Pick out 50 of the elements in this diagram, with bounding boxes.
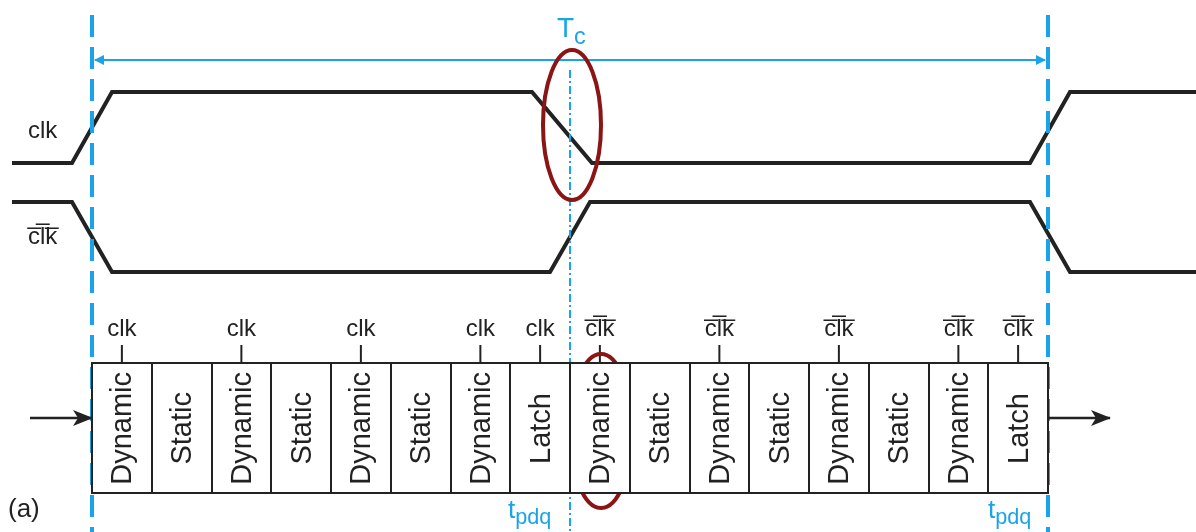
signal-label: c̅l̅k̅ [1003,316,1033,340]
logic-stage-box [389,362,452,494]
signal-label: clk [226,316,257,340]
logic-stage-box [150,362,213,494]
logic-stage-box [569,362,631,494]
signal-label: c̅l̅k̅ [585,316,615,340]
delay-label: t$_{pdq}$ [508,496,552,528]
dimension-label: T$_{c}$ [557,14,586,48]
delay-label: t$_{pdq}$ [988,496,1032,528]
stage-label: Static [406,391,436,465]
signal-label: c̅l̅k̅ [28,224,58,248]
stage-label: Dynamic [824,371,854,485]
stage-label: Static [286,391,316,465]
stage-label: Dynamic [107,371,137,485]
logic-stage-box [330,362,392,494]
logic-stage-box [270,362,332,494]
logic-stage-box [628,362,691,494]
panel-label: (a) [8,495,40,521]
arrow [1048,410,1111,426]
signal-label: clk [346,316,376,340]
stage-label: Dynamic [226,371,256,485]
logic-stage-box [210,362,273,494]
logic-stage-box [748,362,810,494]
logic-stage-box [688,362,751,494]
stage-label: Static [764,391,794,465]
stage-label: Latch [525,392,555,464]
logic-stage-box [449,362,512,494]
signal-label: c̅l̅k̅ [704,316,735,340]
signal-label: clk [107,316,137,340]
stage-label: Dynamic [943,371,973,485]
signal-label: clk [465,316,496,340]
signal-label: c̅l̅k̅ [943,316,974,340]
stage-label: Static [645,391,675,465]
logic-stage-box [808,362,870,494]
stage-label: Latch [1003,392,1033,464]
logic-stage-box [91,362,153,494]
stage-label: Static [167,391,197,465]
signal-label: clk [28,118,58,142]
logic-stage-box [867,362,930,494]
arrow [30,410,93,426]
logic-stage-box [927,362,990,494]
stage-label: Static [884,391,914,465]
stage-label: Dynamic [704,371,734,485]
stage-label: Dynamic [585,371,615,485]
logic-stage-box [509,362,571,494]
stage-label: Dynamic [465,371,495,485]
logic-stage-box [987,362,1049,494]
stage-label: Dynamic [346,371,376,485]
signal-label: clk [525,316,555,340]
signal-label: c̅l̅k̅ [824,316,854,340]
